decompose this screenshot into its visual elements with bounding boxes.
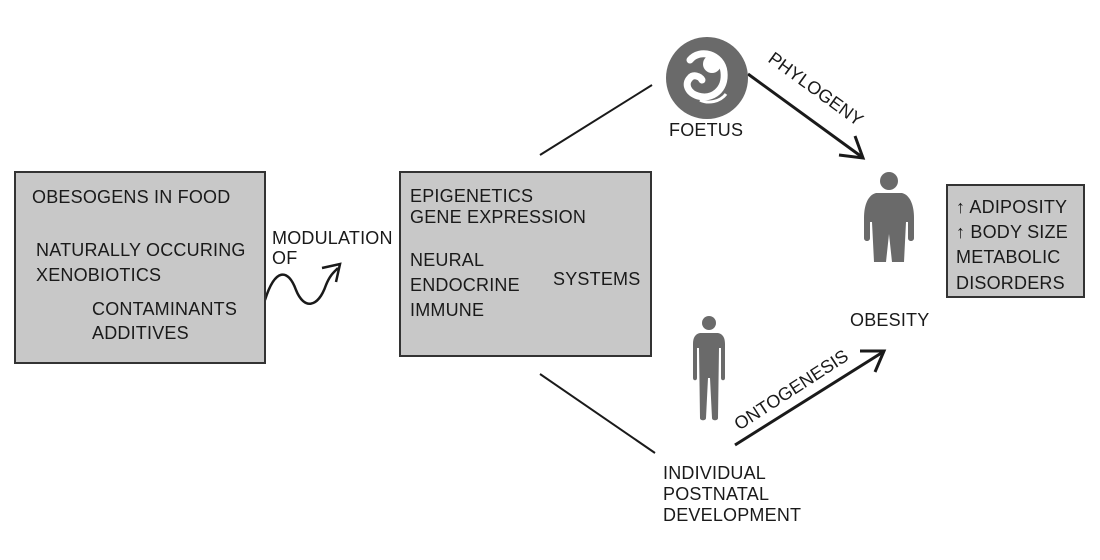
outcomes-box <box>946 184 1085 298</box>
foetus-icon <box>666 37 748 119</box>
additives-label: ADDITIVES <box>92 323 189 343</box>
immune-label: IMMUNE <box>410 300 485 320</box>
gene-expression-label: GENE EXPRESSION <box>410 207 587 227</box>
modulation-arrowhead <box>321 262 342 283</box>
ontogenesis-arrowhead <box>860 349 887 373</box>
individual-label: INDIVIDUAL <box>663 463 767 483</box>
obesity-label: OBESITY <box>850 310 930 330</box>
body-size-label: ↑ BODY SIZE <box>956 222 1068 242</box>
phylogeny-arrow <box>747 72 863 159</box>
modulation-label: MODULATION <box>272 228 393 248</box>
foetus-label: FOETUS <box>669 120 744 140</box>
obesogens-box <box>14 171 266 364</box>
metabolic-label: METABOLIC <box>956 247 1061 267</box>
development-label: DEVELOPMENT <box>663 505 802 525</box>
epigenetics-label: EPIGENETICS <box>410 186 534 206</box>
line-to-foetus <box>539 84 653 156</box>
endocrine-label: ENDOCRINE <box>410 275 520 295</box>
obese-person-icon <box>864 172 914 262</box>
neural-label: NEURAL <box>410 250 485 270</box>
line-to-postnatal <box>539 373 656 454</box>
person-icon <box>693 316 725 421</box>
modulation-of-label: OF <box>272 248 298 268</box>
naturally-occuring-label: NATURALLY OCCURING <box>36 240 246 260</box>
phylogeny-arrowhead <box>838 135 866 160</box>
epigenetics-box <box>399 171 652 357</box>
systems-label: SYSTEMS <box>553 269 641 289</box>
contaminants-label: CONTAMINANTS <box>92 299 238 319</box>
adiposity-label: ↑ ADIPOSITY <box>956 197 1068 217</box>
disorders-label: DISORDERS <box>956 273 1065 293</box>
ontogenesis-arrow <box>734 350 884 447</box>
modulation-wavy-arrow <box>263 267 339 305</box>
xenobiotics-label: XENOBIOTICS <box>36 265 162 285</box>
postnatal-label: POSTNATAL <box>663 484 770 504</box>
obesogens-title: OBESOGENS IN FOOD <box>32 187 231 207</box>
